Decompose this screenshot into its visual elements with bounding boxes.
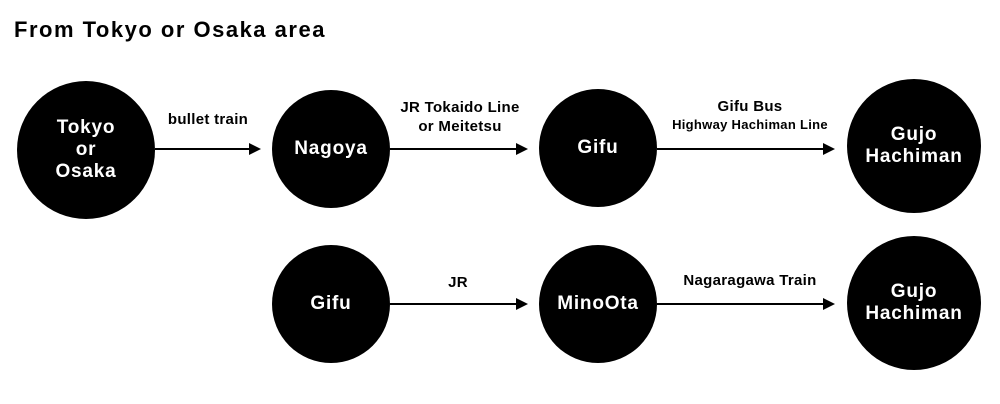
edge-label-jr: JR bbox=[390, 273, 526, 292]
node-tokyo-or-osaka: Tokyo or Osaka bbox=[17, 81, 155, 219]
edge-label-line: bullet train bbox=[167, 111, 249, 128]
edge-label-bullet-train: bullet train bbox=[155, 110, 261, 129]
arrow-nagaragawa-train bbox=[657, 298, 835, 310]
edge-label-line: Nagaragawa Train bbox=[683, 272, 817, 289]
diagram-title: From Tokyo or Osaka area bbox=[14, 17, 326, 42]
node-nagoya: Nagoya bbox=[272, 90, 390, 208]
node-minoota: MinoOta bbox=[539, 245, 657, 363]
edge-label-nagaragawa-train: Nagaragawa Train bbox=[655, 271, 845, 290]
node-gifu: Gifu bbox=[539, 89, 657, 207]
edge-label-line: JR bbox=[448, 274, 468, 291]
edge-label-line: Highway Hachiman Line bbox=[672, 117, 828, 132]
arrow-gifu-bus bbox=[657, 143, 835, 155]
node-gujo-hachiman: Gujo Hachiman bbox=[847, 79, 981, 213]
edge-label-jr-tokaido-line: JR Tokaido Line or Meitetsu bbox=[380, 98, 540, 136]
node-gujo-hachiman: Gujo Hachiman bbox=[847, 236, 981, 370]
edge-label-line: JR Tokaido Line bbox=[400, 99, 520, 116]
node-gifu: Gifu bbox=[272, 245, 390, 363]
edge-label-line: or Meitetsu bbox=[418, 118, 502, 135]
arrow-jr bbox=[390, 298, 528, 310]
edge-label-line: Gifu Bus bbox=[717, 98, 783, 115]
arrow-bullet-train bbox=[155, 143, 261, 155]
edge-label-gifu-bus: Gifu Bus Highway Hachiman Line bbox=[655, 97, 845, 133]
arrow-jr-tokaido-line bbox=[390, 143, 528, 155]
